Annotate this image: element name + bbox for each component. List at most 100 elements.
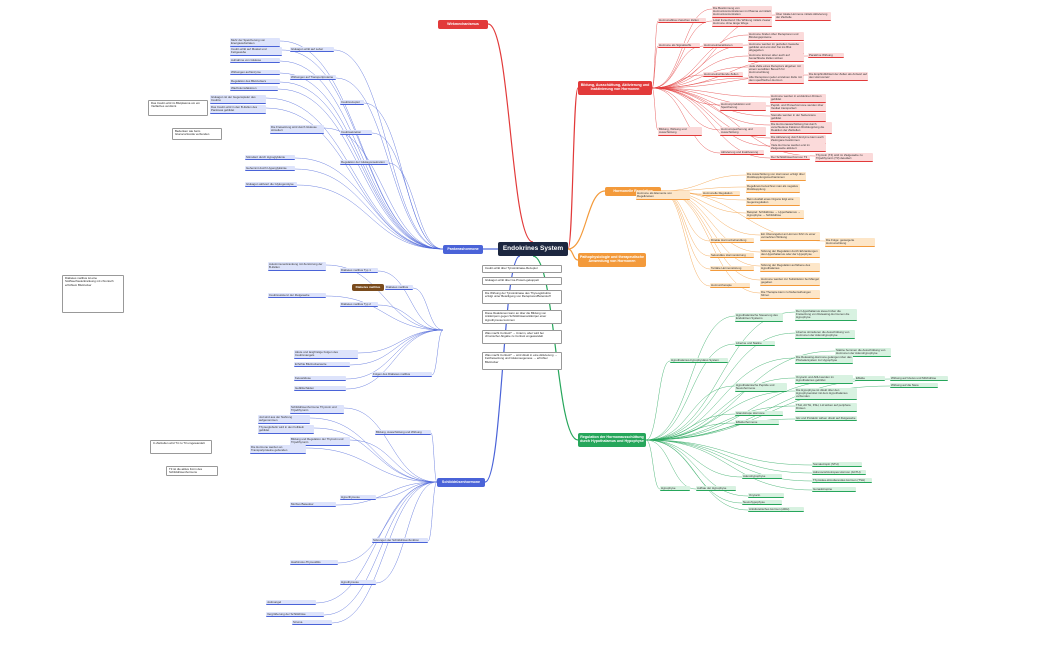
branch-pankreashormone[interactable]: Pankreashormone xyxy=(443,245,483,254)
leaf-o4[interactable]: Regelkreis bezeichnet man als negative R… xyxy=(746,184,800,193)
leaf-o5[interactable]: Beim Ausfall eines Organs folgt eine Geg… xyxy=(746,197,800,206)
leaf-s3[interactable]: Bildung und Regulation der Thyroxin und … xyxy=(290,437,350,446)
leaf-p4[interactable]: Aufnahme von Glukose xyxy=(230,58,280,64)
leaf-s7[interactable]: Störungen der Schilddrüsenfunktion xyxy=(372,538,428,544)
leaf-r13[interactable]: Alle Rezeptoren jeder einzelnen Zelle mi… xyxy=(748,75,804,84)
leaf-gr12[interactable]: Wirkung auf Uterus und Milchdrüse xyxy=(890,376,948,382)
leaf-gr19[interactable]: Aufbau der Hypophyse xyxy=(696,486,736,492)
branch-schilddruesenhormone[interactable]: Schilddrüsenhormone xyxy=(437,478,485,487)
leaf-r2[interactable]: Die Bestimmung von Hormonkonzentrationen… xyxy=(712,6,772,18)
branch-diabetes-hub[interactable]: Diabetes mellitus xyxy=(352,284,384,291)
leaf-p24[interactable]: Akute und langfristige Folgen des Insuli… xyxy=(294,350,358,359)
leaf-r15[interactable]: Bildung, Wirkung und Ausschüttung xyxy=(658,127,702,136)
leaf-p9[interactable]: Insulinrezeptor xyxy=(340,100,364,106)
leaf-r24[interactable]: Viele Hormone werden erst im Zielgewebe … xyxy=(770,143,826,152)
leaf-r9[interactable]: Hormone können aber auch auf benachbarte… xyxy=(748,53,804,62)
leaf-o6[interactable]: Beispiel: Schilddrüse → Hypothalamus → H… xyxy=(746,210,804,219)
leaf-p13[interactable]: Die Freisetzung wird durch Glukose stimu… xyxy=(270,125,324,134)
leaf-s12[interactable]: Struma xyxy=(292,620,332,626)
leaf-gr26[interactable]: Oxytocin xyxy=(748,493,784,499)
leaf-r10[interactable]: Parakrine Wirkung xyxy=(808,53,844,59)
leaf-s9[interactable]: Hypothyreose xyxy=(340,580,376,586)
leaf-s10[interactable]: Morbus Basedow xyxy=(290,502,336,508)
leaf-o1[interactable]: Hormone als Elemente von Regelkreisen xyxy=(636,191,690,200)
leaf-gr16[interactable]: Effektorhormone xyxy=(735,420,779,426)
leaf-p16[interactable]: Gehemmt durch Hyperglykämie xyxy=(245,166,295,172)
leaf-p12[interactable]: Insulinsekretion xyxy=(340,130,372,136)
leaf-s5[interactable]: Thyreoglobulin wird in den Follikeln geb… xyxy=(258,425,314,434)
branch-hormonelle-regulation[interactable]: Hormonelle Regulation xyxy=(605,187,661,196)
leaf-r26[interactable]: Der Schilddrüsenhormon T3 xyxy=(770,155,810,161)
leaf-gr5[interactable]: Liberine stimulieren die Ausschüttung vo… xyxy=(795,330,855,339)
leaf-gr2[interactable]: Hypothalamische Steuerung des Endokrinen… xyxy=(735,313,783,322)
leaf-p19[interactable]: Diabetes mellitus Typ 1 xyxy=(340,268,378,274)
leaf-p25[interactable]: Erhöhte Blutzuckerwerte xyxy=(294,362,350,368)
leaf-gr9[interactable]: Oxytocin und ADH werden im Hypothalamus … xyxy=(795,375,853,384)
leaf-r1[interactable]: Hormonabbau zwischen Zellen xyxy=(658,18,706,24)
leaf-p27[interactable]: Gefäßschäden xyxy=(294,386,346,392)
leaf-gr18[interactable]: Hypophyse xyxy=(660,486,690,492)
leaf-p22[interactable]: Insulinresistenz der Zielgewebe xyxy=(268,293,326,299)
leaf-g7[interactable]: Störung der Regulation auf Ebene des Hyp… xyxy=(760,263,820,272)
leaf-s11[interactable]: Hashimoto-Thyreoiditis xyxy=(290,560,338,566)
leaf-gr15[interactable]: TSH, ACTH, FSH, LH wirken auf periphere … xyxy=(795,403,857,412)
leaf-gr24[interactable]: Thyroidea-stimulierendes Hormon (TSH) xyxy=(812,478,872,484)
leaf-g2[interactable]: Ein Überangebot an Hormon führt zu einer… xyxy=(760,232,820,241)
leaf-p14[interactable]: Regulation der Glukagonsekretion xyxy=(340,160,388,166)
leaf-r19[interactable]: Steroide werden in der Nebenniere gebild… xyxy=(770,113,826,122)
leaf-gr25[interactable]: Gonadotropine xyxy=(812,487,856,493)
branch-wirkmechanismus[interactable]: Wirkmechanismus xyxy=(438,20,488,29)
leaf-p26[interactable]: Ketoazidose xyxy=(294,376,346,382)
leaf-p6[interactable]: Wirkungen auf Enzyme xyxy=(230,70,280,76)
leaf-r17[interactable]: Hormone werden in endokrinen Drüsen gebi… xyxy=(770,94,826,103)
leaf-gr27[interactable]: Antidiuretisches Hormon (ADH) xyxy=(748,507,804,513)
leaf-p11[interactable]: Das Insulin wird in den B-Zellen des Pan… xyxy=(210,105,266,114)
leaf-gr17[interactable]: GH und Prolaktin wirken direkt auf Zielg… xyxy=(795,416,857,422)
leaf-p17[interactable]: Glukagon aktiviert die Glykogenolyse xyxy=(245,182,297,188)
leaf-g10[interactable]: Die Therapie kann zu Nebenwirkungen führ… xyxy=(760,290,820,299)
leaf-r25[interactable]: Thyroxin (T4) wird im Zielgewebe zu Trij… xyxy=(815,153,873,162)
leaf-r5[interactable]: Hormone als Signalstoffe xyxy=(658,43,700,49)
leaf-p2[interactable]: Glukagon wirkt auf Leber xyxy=(290,47,334,53)
leaf-r14[interactable]: Die Empfindlichkeit der Zellen als Antwo… xyxy=(808,72,868,81)
leaf-gr21[interactable]: Neurohypophyse xyxy=(742,500,782,506)
leaf-gr20[interactable]: Adenohypophyse xyxy=(742,474,782,480)
leaf-r7[interactable]: Hormone binden über Rezeptoren und Bindu… xyxy=(748,32,804,41)
leaf-g8[interactable]: Hormontherapie xyxy=(710,283,750,289)
leaf-gr6[interactable]: Statine hemmen die Ausschüttung von Horm… xyxy=(835,348,891,357)
leaf-gr4[interactable]: Liberine und Statine xyxy=(735,341,775,347)
leaf-p7[interactable]: Regulation des Blutzuckers xyxy=(230,79,280,85)
leaf-p15[interactable]: Stimuliert durch Hypoglykämie xyxy=(245,155,295,161)
leaf-p10[interactable]: Glukagon ist der Gegenspieler des Insuli… xyxy=(210,95,266,104)
leaf-p20[interactable]: Diabetes mellitus Typ 2 xyxy=(340,302,378,308)
leaf-gr14[interactable]: Glandotrope Hormone xyxy=(735,411,783,417)
leaf-gr23[interactable]: Adrenocorticotropes Hormon (ACTH) xyxy=(812,470,866,476)
branch-regulation-hypothalamus[interactable]: Regulation der Hormonausschüttung durch … xyxy=(578,433,646,447)
leaf-g1[interactable]: Direkte Hormonbehandlung xyxy=(710,238,754,244)
leaf-s4[interactable]: Jod wird aus der Nahrung aufgenommen xyxy=(258,415,310,424)
leaf-g3[interactable]: Die Folge: gesteigerte Hormonwirkung xyxy=(825,238,875,247)
leaf-s1[interactable]: Bildung, Ausschüttung und Wirkung xyxy=(375,430,431,436)
leaf-g9[interactable]: Hormone werden zur Substitution bei Mang… xyxy=(760,277,820,286)
leaf-s2[interactable]: Schilddrüsenhormone Thyroxin und Trijodt… xyxy=(290,405,344,414)
leaf-r16[interactable]: Hormonproduktion und Speicherung xyxy=(720,102,766,111)
leaf-r3[interactable]: Lokal freisetzend: Die Wirkung mittels z… xyxy=(712,18,772,27)
leaf-p1[interactable]: Mehr der Speicherung von Energiesubstrat… xyxy=(230,38,280,47)
leaf-p23[interactable]: Folgen des Diabetes mellitus xyxy=(372,372,432,378)
root-node[interactable]: Endokrines System xyxy=(498,242,568,256)
leaf-gr8[interactable]: Hypothalamische Peptide und Neurohormone xyxy=(735,383,787,392)
leaf-r18[interactable]: Peptid- und Proteohormone werden über Ve… xyxy=(770,103,826,112)
leaf-p21[interactable]: Autoimmunerkrankung mit Zerstörung der B… xyxy=(268,262,326,271)
leaf-s8[interactable]: Hyperthyreose xyxy=(340,495,376,501)
leaf-s14[interactable]: Vergrößerung der Schilddrüse xyxy=(266,612,324,618)
leaf-gr10[interactable]: Die Hypophyse ist direkt über den Hypoph… xyxy=(795,388,857,400)
leaf-gr7[interactable]: Die Releasing-Hormone gelangen über das … xyxy=(795,355,853,364)
leaf-s6[interactable]: Die Hormone werden an Transportproteine … xyxy=(250,445,306,454)
leaf-r6[interactable]: Hormoneinteraktionen xyxy=(703,43,743,49)
leaf-gr1[interactable]: Hypothalamus-hypophysäres System xyxy=(670,358,728,364)
leaf-gr22[interactable]: Somatotropin (STH) xyxy=(812,462,862,468)
leaf-r21[interactable]: Die Hormonausschüttung hat durch verschi… xyxy=(770,122,832,134)
leaf-gr3[interactable]: Der Hypothalamus steuert über die Freise… xyxy=(795,309,857,321)
leaf-g6[interactable]: Tertiäre Hormonstörung xyxy=(710,266,754,272)
branch-bildung[interactable]: Bildung, Ausschüttung, Aktivierung und I… xyxy=(578,81,652,95)
